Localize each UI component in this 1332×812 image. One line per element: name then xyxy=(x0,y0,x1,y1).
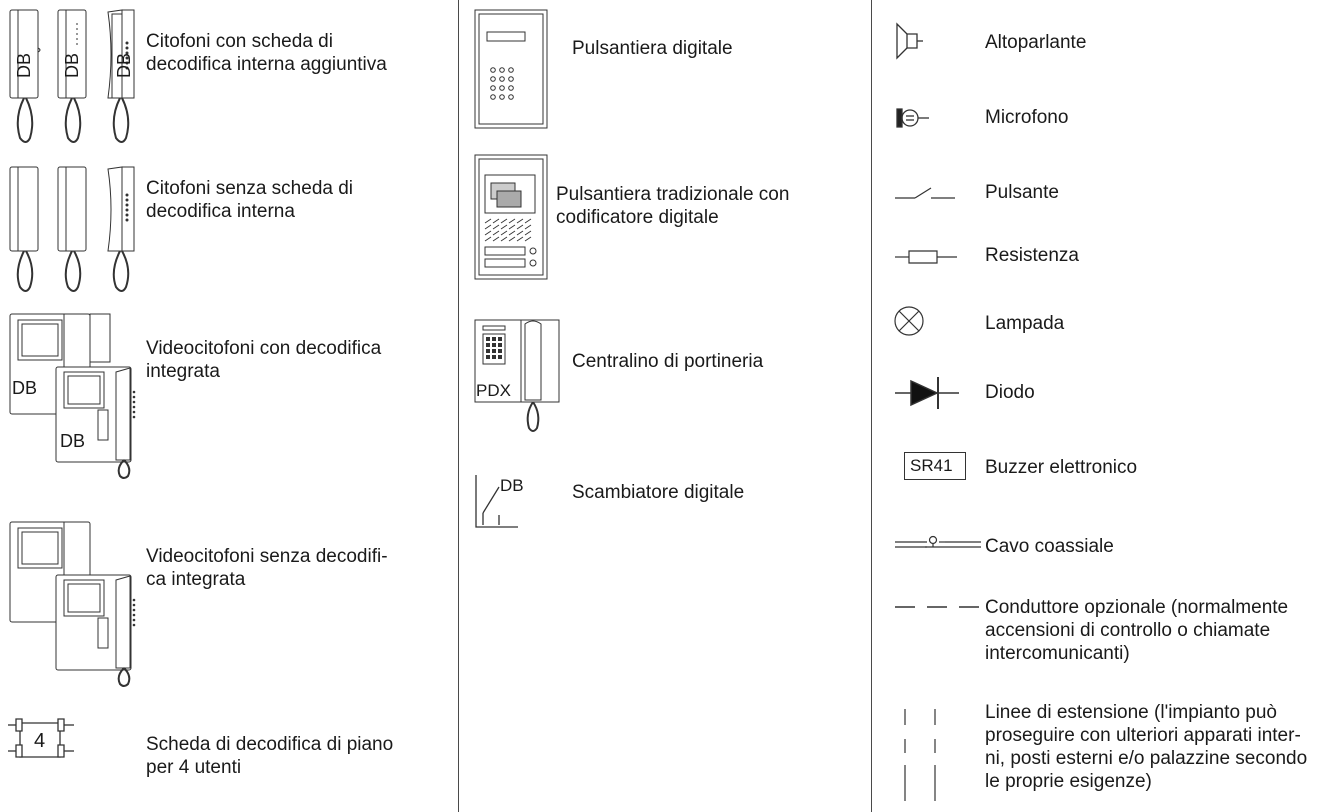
resistor-label: Resistenza xyxy=(985,245,1079,266)
traditional-panel-icon xyxy=(473,153,553,283)
floor-decoder-description: Scheda di decodifica di piano per 4 uten… xyxy=(146,733,436,779)
diode-label: Diodo xyxy=(985,382,1035,403)
digital-exchanger-icon: DB xyxy=(473,473,524,529)
handset-db-tag-2: DB xyxy=(62,53,82,78)
coax-cable-label: Cavo coassiale xyxy=(985,536,1114,557)
extension-lines-icon xyxy=(893,705,953,805)
resistor-icon xyxy=(893,246,959,268)
traditional-panel-description: Pulsantiera tradizionale con codificator… xyxy=(556,183,856,229)
intercom-db-description: Citofoni con scheda di decodifica intern… xyxy=(146,30,420,76)
handset-db-tag-1: DB xyxy=(14,53,34,78)
switchboard-pdx-tag: PDX xyxy=(476,381,511,400)
microphone-icon xyxy=(893,97,933,139)
video-intercom-db-description: Videocitofoni con decodifica integrata xyxy=(146,337,420,383)
speaker-label: Altoparlante xyxy=(985,32,1087,53)
column-divider-right xyxy=(871,0,872,812)
exchanger-db-tag: DB xyxy=(500,476,524,495)
floor-decoder-line2: per 4 utenti xyxy=(146,757,242,778)
extension-lines-line1: Linee di estensione (l'impianto può xyxy=(985,702,1277,723)
switchboard-icon: PDX xyxy=(473,318,563,443)
intercom-handsets-icon xyxy=(8,165,143,295)
intercom-line1: Citofoni senza scheda di xyxy=(146,178,354,199)
coax-cable-icon xyxy=(893,532,985,554)
intercom-line2: decodifica interna xyxy=(146,201,295,222)
extension-lines-line4: le proprie esigenze) xyxy=(985,771,1152,792)
intercom-db-line1: Citofoni con scheda di xyxy=(146,31,333,52)
video-intercom-line1: Videocitofoni senza decodifi- xyxy=(146,546,388,567)
digital-panel-label: Pulsantiera digitale xyxy=(572,38,733,59)
traditional-panel-line1: Pulsantiera tradizionale con xyxy=(556,184,790,205)
video-intercom-line2: ca integrata xyxy=(146,569,246,590)
buzzer-label: Buzzer elettronico xyxy=(985,457,1138,478)
lamp-icon xyxy=(893,305,927,339)
diode-icon xyxy=(893,375,965,411)
optional-conductor-line2: accensioni di controllo o chiamate xyxy=(985,620,1271,641)
intercom-handsets-db-icon: DB DB DB xyxy=(8,8,143,148)
floor-decoder-number: 4 xyxy=(34,730,45,752)
video-db-tag-2: DB xyxy=(60,431,85,451)
optional-conductor-line3: intercomunicanti) xyxy=(985,643,1130,664)
speaker-icon xyxy=(893,20,927,64)
optional-conductor-icon xyxy=(893,600,983,614)
microphone-label: Microfono xyxy=(985,107,1069,128)
pushbutton-label: Pulsante xyxy=(985,182,1059,203)
extension-lines-description: Linee di estensione (l'impianto può pros… xyxy=(985,701,1328,793)
extension-lines-line3: ni, posti esterni e/o palazzine secondo xyxy=(985,748,1308,769)
floor-decoder-icon: 4 xyxy=(8,715,80,765)
pushbutton-icon xyxy=(893,180,959,206)
intercom-db-line2: decodifica interna aggiuntiva xyxy=(146,54,387,75)
buzzer-box: SR41 xyxy=(904,452,966,480)
video-intercom-db-icon: DB DB xyxy=(8,312,136,480)
video-intercom-db-line2: integrata xyxy=(146,361,220,382)
traditional-panel-line2: codificatore digitale xyxy=(556,207,719,228)
floor-decoder-line1: Scheda di decodifica di piano xyxy=(146,734,394,755)
optional-conductor-line1: Conduttore opzionale (normalmente xyxy=(985,597,1289,618)
handset-db-tag-3: DB xyxy=(114,53,134,78)
switchboard-label: Centralino di portineria xyxy=(572,351,764,372)
digital-exchanger-label: Scambiatore digitale xyxy=(572,482,745,503)
video-intercom-description: Videocitofoni senza decodifi- ca integra… xyxy=(146,545,420,591)
intercom-description: Citofoni senza scheda di decodifica inte… xyxy=(146,177,420,223)
extension-lines-line2: proseguire con ulteriori apparati inter- xyxy=(985,725,1301,746)
column-divider-left xyxy=(458,0,459,812)
digital-panel-icon xyxy=(473,8,553,130)
video-intercom-icon xyxy=(8,520,136,690)
optional-conductor-description: Conduttore opzionale (normalmente accens… xyxy=(985,596,1328,665)
video-intercom-db-line1: Videocitofoni con decodifica xyxy=(146,338,382,359)
video-db-tag-1: DB xyxy=(12,378,37,398)
lamp-label: Lampada xyxy=(985,313,1065,334)
buzzer-box-label: SR41 xyxy=(910,456,953,475)
